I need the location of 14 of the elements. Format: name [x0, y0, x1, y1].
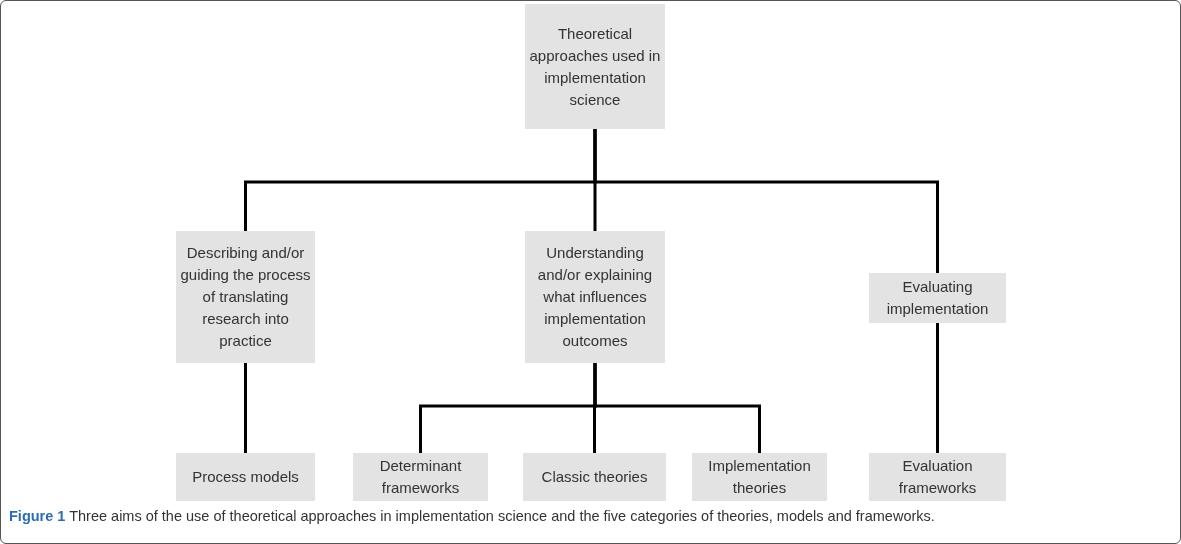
connector-line	[936, 323, 939, 453]
category-box: Theoretical approaches used in implementation science	[525, 4, 665, 129]
connector-line	[593, 129, 939, 273]
category-box: Understanding and/or explaining what influences implementation outcomes	[525, 231, 665, 363]
category-box: Implementation theories	[692, 453, 827, 501]
connector-line	[244, 363, 247, 453]
category-box: Determinant frameworks	[353, 453, 488, 501]
category-box: Evaluation frameworks	[869, 453, 1006, 501]
figure-caption: Figure 1 Three aims of the use of theoretical approaches in implementation science and the five categories of theories, models and frameworks.	[9, 507, 935, 526]
category-box: Describing and/or guiding the process of translating research into practice	[176, 231, 315, 363]
category-box: Classic theories	[523, 453, 666, 501]
connector-line	[593, 363, 761, 453]
category-box: Process models	[176, 453, 315, 501]
category-box: Evaluating implementation	[869, 273, 1006, 323]
